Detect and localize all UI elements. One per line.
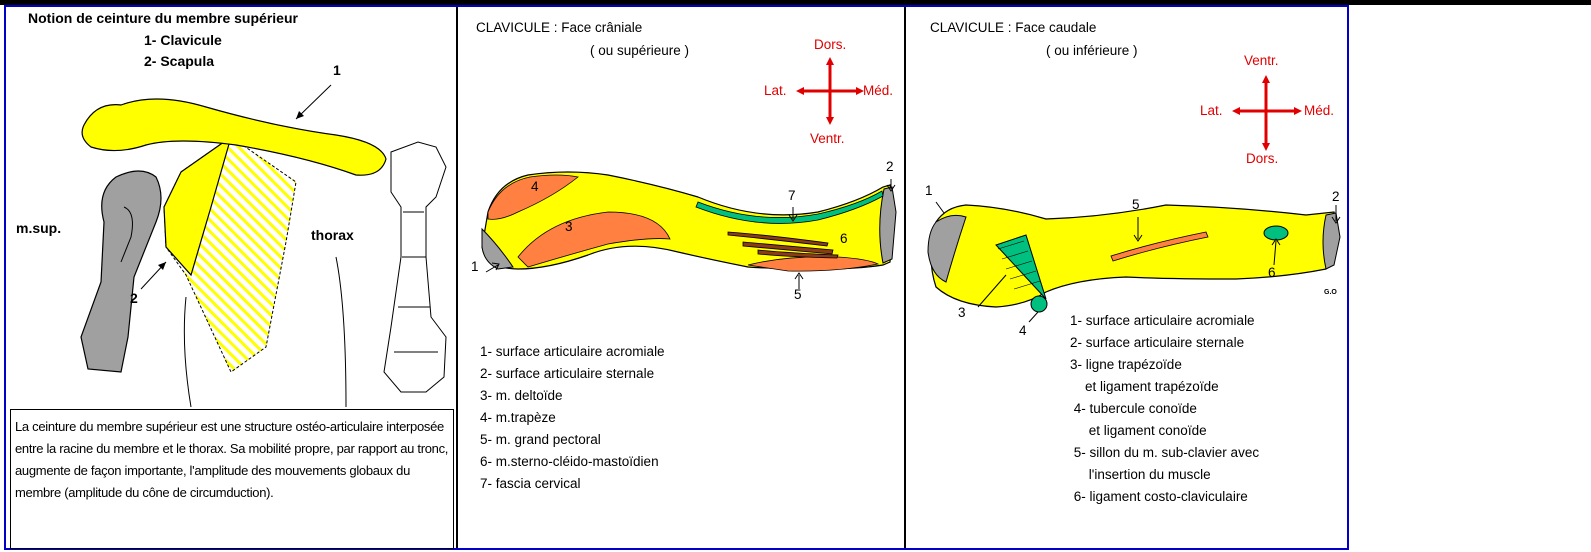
caudal-marker-2: 2 <box>1332 189 1340 204</box>
cranial-marker-1: 1 <box>471 259 479 274</box>
label-thorax: thorax <box>311 227 354 243</box>
compass-caudal-left: Lat. <box>1200 103 1223 118</box>
compass-cranial <box>796 57 864 125</box>
sternal-surface-cranial <box>880 187 896 263</box>
pointer-label-2: 2 <box>130 290 138 306</box>
caudal-marker-3: 3 <box>958 305 966 320</box>
label-msup: m.sup. <box>16 220 61 236</box>
caudal-marker-5: 5 <box>1132 197 1140 212</box>
diagram-frame: Notion de ceinture du membre supérieur 1… <box>4 5 1349 550</box>
cranial-title-line2: ( ou supérieure ) <box>590 43 689 58</box>
pointer-label-1: 1 <box>333 62 341 78</box>
panel1-title: Notion de ceinture du membre supérieur <box>28 10 298 26</box>
caudal-marker-1: 1 <box>925 183 933 198</box>
caudal-legend-item: 3- ligne trapézoïde <box>1070 354 1259 376</box>
cranial-marker-2: 2 <box>886 159 894 174</box>
marker-arrow-1 <box>936 202 944 213</box>
cranial-legend-item: 3- m. deltoïde <box>480 385 665 407</box>
caudal-marker-4: 4 <box>1019 323 1027 338</box>
caudal-legend-item: et ligament trapézoïde <box>1070 376 1259 398</box>
cranial-legend-item: 6- m.sterno-cléido-mastoïdien <box>480 451 665 473</box>
panel-caudal-face: CLAVICULE : Face caudale ( ou inférieure… <box>906 7 1347 548</box>
panel-girdle-overview: Notion de ceinture du membre supérieur 1… <box>6 7 458 548</box>
caudal-legend-item: 4- tubercule conoïde <box>1070 398 1259 420</box>
compass-caudal <box>1232 75 1302 151</box>
author-signature: G.O <box>1324 289 1337 296</box>
cranial-marker-3: 3 <box>565 219 573 234</box>
compass-caudal-bottom: Dors. <box>1246 151 1278 166</box>
caudal-legend-item: 1- surface articulaire acromiale <box>1070 310 1259 332</box>
conoid-tubercle <box>1031 296 1047 312</box>
cranial-legend-item: 2- surface articulaire sternale <box>480 363 665 385</box>
sternum-shape <box>384 142 446 392</box>
caudal-legend-item: 5- sillon du m. sub-clavier avec <box>1070 442 1259 464</box>
compass-caudal-right: Méd. <box>1304 103 1334 118</box>
compass-cranial-left: Lat. <box>764 83 787 98</box>
cranial-marker-4: 4 <box>531 179 539 194</box>
costoclavicular-ligament <box>1264 226 1288 240</box>
caudal-legend-item: et ligament conoïde <box>1070 420 1259 442</box>
cranial-marker-7: 7 <box>788 188 796 203</box>
cranial-legend-item: 1- surface articulaire acromiale <box>480 341 665 363</box>
caudal-legend-item: l'insertion du muscle <box>1070 464 1259 486</box>
compass-caudal-top: Ventr. <box>1244 53 1279 68</box>
compass-cranial-right: Méd. <box>863 83 893 98</box>
panel-cranial-face: CLAVICULE : Face crâniale ( ou supérieur… <box>458 7 906 548</box>
cranial-legend-item: 4- m.trapèze <box>480 407 665 429</box>
cranial-marker-6: 6 <box>840 231 848 246</box>
caudal-title-line1: CLAVICULE : Face caudale <box>930 20 1096 35</box>
caudal-marker-6: 6 <box>1268 265 1276 280</box>
humerus-shape <box>81 171 161 372</box>
pointer-line-4 <box>1029 312 1038 322</box>
panel1-item-scapula: 2- Scapula <box>144 53 214 69</box>
cranial-legend: 1- surface articulaire acromiale 2- surf… <box>480 341 665 495</box>
cranial-title-line1: CLAVICULE : Face crâniale <box>476 20 642 35</box>
cranial-legend-item: 7- fascia cervical <box>480 473 665 495</box>
girdle-caption: La ceinture du membre supérieur est une … <box>10 409 454 549</box>
cranial-legend-item: 5- m. grand pectoral <box>480 429 665 451</box>
compass-cranial-bottom: Ventr. <box>810 131 845 146</box>
caudal-title-line2: ( ou inférieure ) <box>1046 43 1138 58</box>
caudal-legend: 1- surface articulaire acromiale 2- surf… <box>1070 310 1259 508</box>
caudal-legend-item: 2- surface articulaire sternale <box>1070 332 1259 354</box>
caudal-legend-item: 6- ligament costo-claviculaire <box>1070 486 1259 508</box>
panel1-item-clavicle: 1- Clavicule <box>144 32 222 48</box>
compass-cranial-top: Dors. <box>814 37 846 52</box>
cranial-marker-5: 5 <box>794 287 802 302</box>
